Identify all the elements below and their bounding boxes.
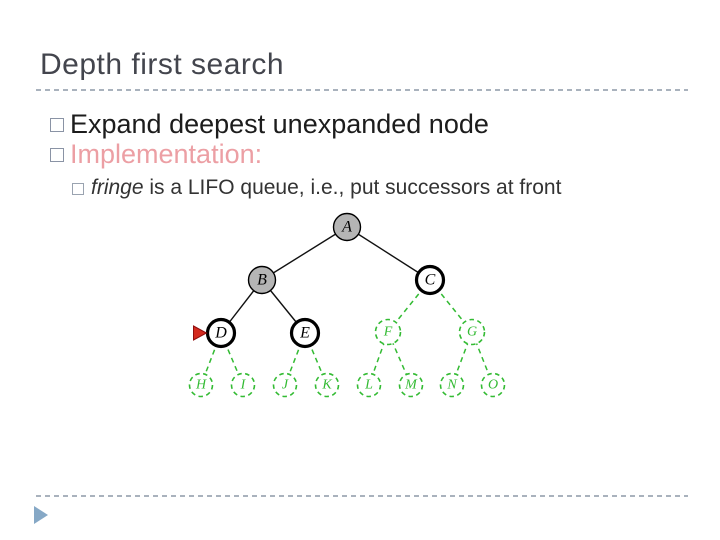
tree-node-label-B: B bbox=[257, 272, 267, 289]
bullet-square-icon bbox=[50, 118, 64, 132]
tree-node-C bbox=[414, 264, 446, 296]
tree-node-label-C: C bbox=[425, 272, 436, 289]
tree-node-I bbox=[230, 372, 256, 398]
bullet-item-implementation: Implementation: bbox=[50, 139, 262, 170]
sub-bullet-text: fringe is a LIFO queue, i.e., put succes… bbox=[91, 175, 561, 200]
tree-node-K bbox=[314, 372, 340, 398]
tree-node-J bbox=[272, 372, 298, 398]
tree-node-G bbox=[458, 318, 486, 346]
tree-node-label-H: H bbox=[195, 378, 207, 393]
tree-node-label-N: N bbox=[446, 378, 457, 393]
sub-bullet-square-icon bbox=[72, 183, 84, 195]
bullet-text: Expand deepest unexpanded node bbox=[70, 109, 489, 139]
tree-node-F bbox=[374, 318, 402, 346]
tree-edge-A-C bbox=[346, 226, 431, 281]
tree-node-label-F: F bbox=[383, 325, 393, 340]
tree-node-label-L: L bbox=[364, 378, 373, 393]
tree-node-M bbox=[398, 372, 424, 398]
tree-node-N bbox=[439, 372, 465, 398]
tree-node-H bbox=[188, 372, 214, 398]
bullet-item-expand: Expand deepest unexpanded node bbox=[50, 109, 489, 140]
footer-divider bbox=[36, 495, 688, 497]
tree-node-E bbox=[289, 317, 321, 349]
tree-node-B bbox=[247, 265, 277, 295]
sub-bullet-rest-fragment: is a LIFO queue, i.e., put successors at… bbox=[143, 176, 562, 199]
tree-node-label-K: K bbox=[321, 378, 332, 393]
tree-node-label-D: D bbox=[214, 325, 227, 342]
tree-node-label-O: O bbox=[488, 378, 498, 393]
tree-node-label-E: E bbox=[299, 325, 310, 342]
tree-node-label-G: G bbox=[467, 325, 477, 340]
bullet-square-icon bbox=[50, 148, 64, 162]
current-node-marker-icon bbox=[193, 325, 208, 341]
tree-node-A bbox=[332, 212, 362, 242]
tree-node-label-J: J bbox=[282, 378, 289, 393]
sub-bullet-italic-fragment: fringe bbox=[91, 176, 144, 199]
tree-node-O bbox=[480, 372, 506, 398]
title-divider bbox=[36, 89, 688, 91]
tree-node-L bbox=[356, 372, 382, 398]
tree-node-label-I: I bbox=[240, 378, 247, 393]
play-triangle-icon bbox=[34, 506, 48, 524]
tree-node-label-M: M bbox=[404, 378, 418, 393]
tree-edge-A-B bbox=[261, 226, 348, 281]
bullet-text: Implementation: bbox=[70, 139, 263, 169]
tree-node-label-A: A bbox=[341, 219, 352, 236]
sub-bullet-item-fringe: fringe is a LIFO queue, i.e., put succes… bbox=[72, 175, 561, 200]
page-title: Depth first search bbox=[40, 48, 285, 81]
